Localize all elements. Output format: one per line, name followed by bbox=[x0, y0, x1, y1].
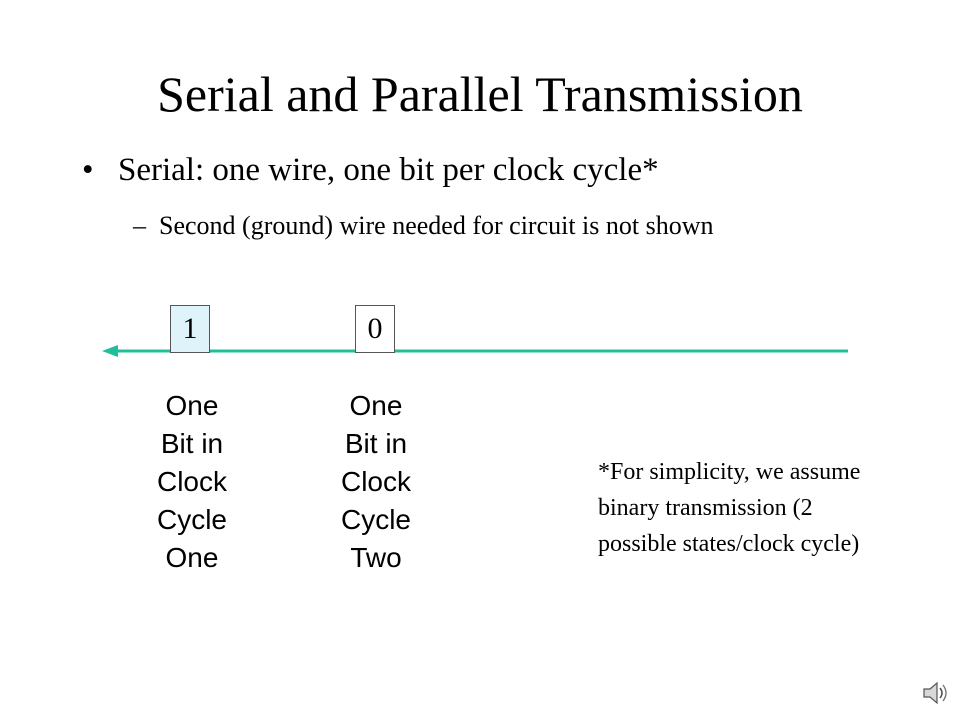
bit-box-two: 0 bbox=[355, 305, 395, 353]
caption-line: Two bbox=[350, 542, 402, 573]
sub-bullet-point: – Second (ground) wire needed for circui… bbox=[133, 206, 863, 246]
caption-line: Cycle bbox=[156, 504, 227, 535]
bullet-point: • Serial: one wire, one bit per clock cyc… bbox=[82, 150, 659, 190]
caption-line: Clock bbox=[156, 466, 227, 497]
wire-arrowhead-icon bbox=[102, 345, 118, 357]
bit-caption-two: One Bit in Clock Cycle Two bbox=[301, 387, 451, 577]
speaker-icon[interactable] bbox=[921, 678, 951, 708]
sub-bullet-marker: – bbox=[133, 211, 146, 240]
caption-line: One bbox=[349, 390, 403, 421]
sub-bullet-text: Second (ground) wire needed for circuit … bbox=[159, 211, 714, 240]
bit-box-one: 1 bbox=[170, 305, 210, 353]
caption-line: One bbox=[165, 542, 219, 573]
bullet-text: Serial: one wire, one bit per clock cycl… bbox=[118, 152, 659, 188]
caption-line: Cycle bbox=[340, 504, 411, 535]
bit-caption-one: One Bit in Clock Cycle One bbox=[117, 387, 267, 577]
bullet-marker: • bbox=[82, 152, 94, 188]
slide-title: Serial and Parallel Transmission bbox=[157, 66, 803, 122]
footnote: *For simplicity, we assume binary transm… bbox=[598, 459, 861, 557]
caption-line: Bit in bbox=[344, 428, 408, 459]
caption-line: Bit in bbox=[160, 428, 224, 459]
caption-line: Clock bbox=[340, 466, 411, 497]
caption-line: One bbox=[165, 390, 219, 421]
